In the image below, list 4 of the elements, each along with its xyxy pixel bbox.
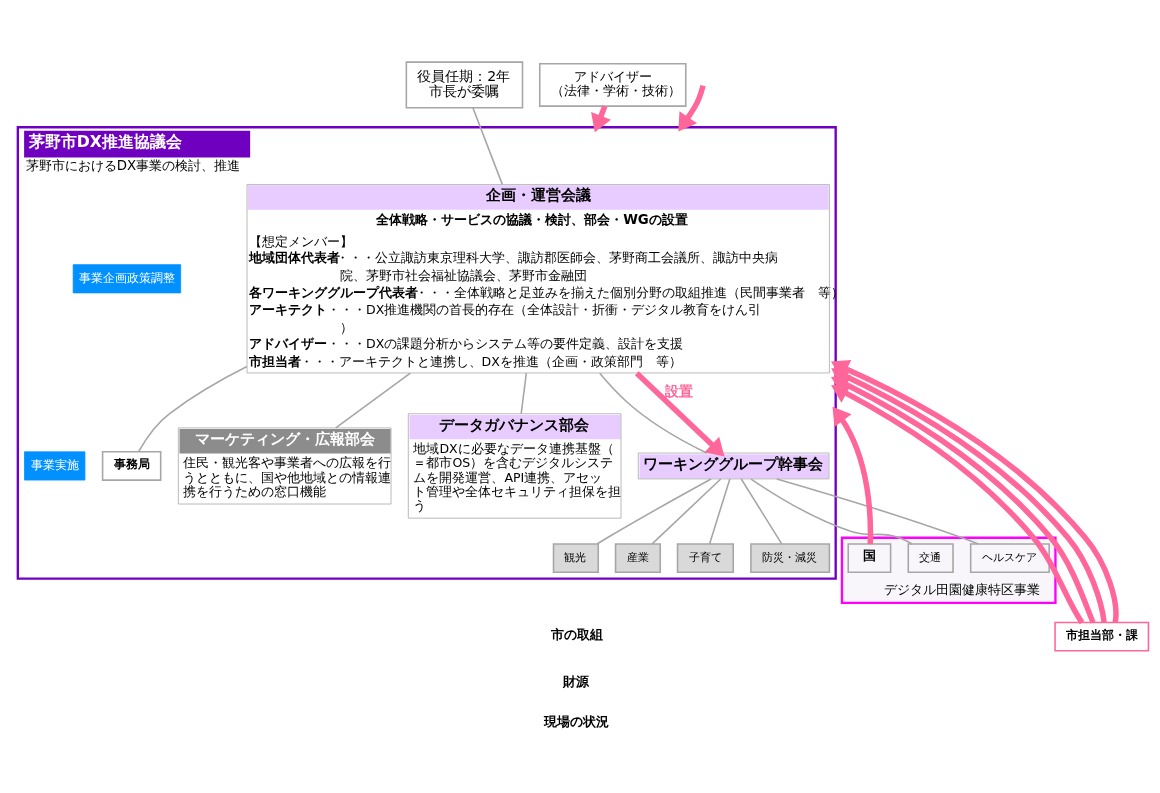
label: 財源 [563,673,590,689]
label: 市の取組 [550,626,603,642]
label: 現場の状況 [544,713,610,729]
edge-label: 設置 [664,383,693,400]
